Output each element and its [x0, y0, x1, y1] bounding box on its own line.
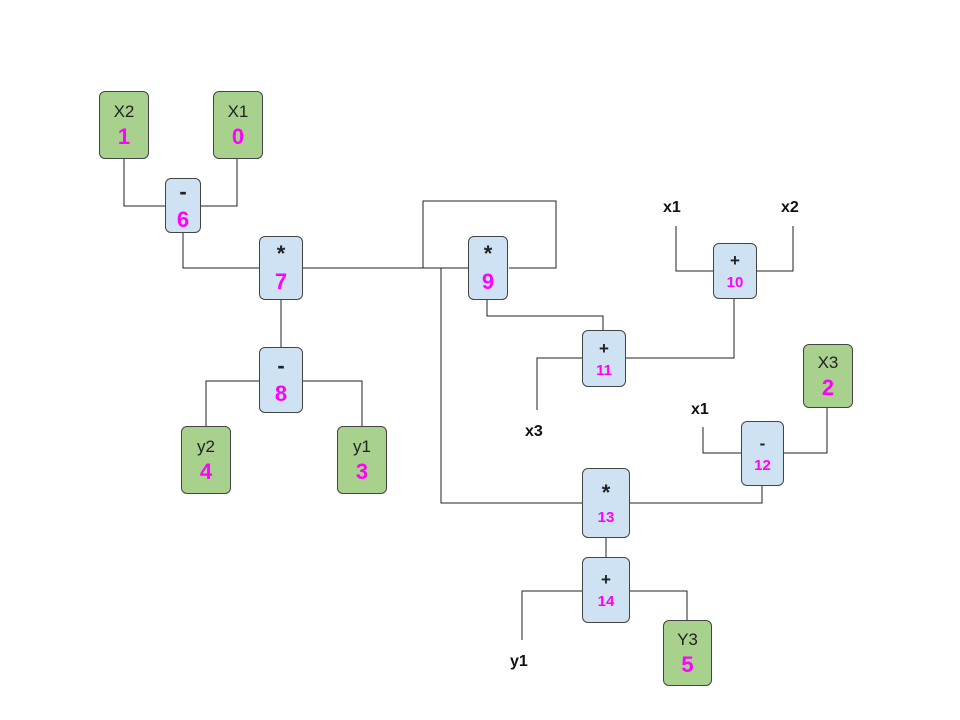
node-operator: +	[730, 251, 740, 270]
wire-op9-loop	[422, 200, 557, 269]
node-label: X2	[113, 101, 135, 121]
node-label: Y3	[677, 629, 698, 649]
wire-op9-op13	[440, 268, 583, 504]
node-index: 14	[597, 593, 615, 610]
node-operator: -	[179, 178, 187, 204]
node-index: 11	[596, 361, 612, 379]
op-node-9[interactable]: * 9	[468, 236, 508, 300]
node-index: 0	[231, 123, 245, 149]
node-operator: *	[483, 241, 493, 266]
input-node-y1[interactable]: y1 3	[337, 426, 387, 494]
ref-label-x1-mid: x1	[691, 401, 709, 418]
wire-op8-y1	[303, 380, 363, 427]
wire-op12-op13	[629, 486, 763, 504]
node-operator: *	[601, 479, 611, 505]
node-index: 1	[117, 123, 131, 149]
input-node-x3[interactable]: X3 2	[803, 344, 853, 408]
ref-label-y1: y1	[510, 653, 528, 670]
wire-op9-op11	[486, 299, 604, 331]
node-index: 5	[681, 651, 694, 677]
op-node-7[interactable]: * 7	[259, 236, 303, 300]
op-node-11[interactable]: + 11	[582, 330, 626, 387]
ref-label-x1-top: x1	[663, 199, 681, 216]
wire-x2-op6	[123, 158, 165, 207]
wire-op8-y2	[205, 380, 259, 427]
node-index: 9	[481, 269, 495, 294]
node-index: 7	[274, 269, 288, 294]
wire-x2-op10	[757, 226, 794, 272]
op-node-13[interactable]: * 13	[582, 468, 630, 538]
node-operator: +	[601, 570, 611, 589]
node-index: 4	[199, 458, 213, 484]
node-index: 12	[754, 456, 771, 474]
input-node-x2[interactable]: X2 1	[99, 91, 149, 159]
node-index: 2	[821, 374, 835, 400]
wire-x1-op6	[201, 158, 238, 207]
wire-x3-op11	[536, 357, 583, 410]
input-node-x1[interactable]: X1 0	[213, 91, 263, 159]
op-node-14[interactable]: + 14	[582, 557, 630, 623]
node-operator: +	[599, 338, 609, 358]
node-label: X1	[227, 101, 249, 121]
node-label: y2	[197, 436, 215, 456]
op-node-8[interactable]: - 8	[259, 347, 303, 413]
node-index: 10	[726, 274, 744, 291]
input-node-y2[interactable]: y2 4	[181, 426, 231, 494]
op-node-6[interactable]: - 6	[165, 178, 201, 233]
wire-x3-op12	[784, 407, 828, 454]
wire-op11-op10	[625, 290, 735, 359]
op-node-12[interactable]: - 12	[741, 421, 784, 486]
node-label: y1	[353, 436, 371, 456]
wire-op6-op7	[182, 232, 259, 269]
ref-label-x3: x3	[525, 423, 543, 440]
node-operator: -	[277, 353, 285, 378]
wire-op14-y3	[629, 590, 688, 621]
wire-op14-y1	[521, 590, 583, 640]
wire-x1-op12	[702, 427, 741, 454]
node-index: 8	[274, 381, 288, 406]
wire-x1-op10	[675, 226, 713, 272]
ref-label-x2-top: x2	[781, 199, 799, 216]
op-node-10[interactable]: + 10	[713, 243, 757, 299]
node-operator: *	[276, 241, 286, 266]
input-node-y3[interactable]: Y3 5	[663, 620, 712, 686]
node-index: 6	[176, 206, 190, 232]
node-index: 13	[597, 508, 615, 526]
node-operator: -	[759, 433, 766, 453]
node-index: 3	[355, 458, 369, 484]
node-label: X3	[817, 352, 839, 372]
